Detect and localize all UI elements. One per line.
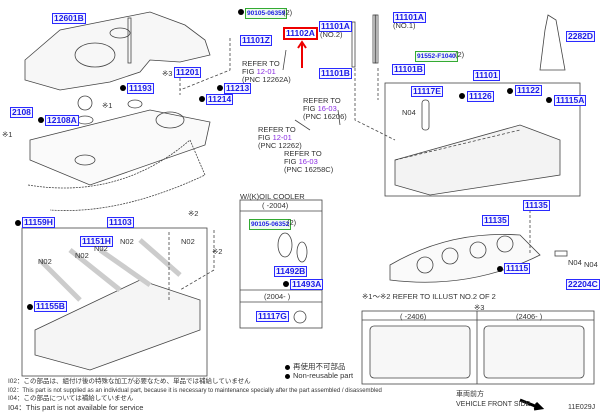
part-11101A-no1[interactable]: 11101A [393, 12, 426, 23]
legend-jp: 再使用不可部品 [293, 362, 346, 371]
n04-label: N04 [402, 108, 416, 117]
part-90105-06359[interactable]: 90105-06359 [245, 8, 288, 19]
non-reusable-dot [15, 220, 21, 226]
oil-cooler-title: W/(K)OIL COOLER [240, 192, 305, 201]
part-22204C[interactable]: 22204C [566, 279, 600, 290]
legend-dot [285, 374, 290, 379]
oil-cooler-range-1: ( -2004) [262, 201, 289, 210]
part-11117G[interactable]: 11117G [256, 311, 289, 322]
cover-range-1: ( -2406) [400, 312, 427, 321]
no2-label: (NO.2) [320, 30, 343, 39]
non-reusable-dot [217, 85, 223, 91]
legend-dot [285, 365, 290, 370]
n02-label: N02 [38, 257, 52, 266]
diagram-id: 11E029J [568, 404, 596, 411]
part-11492B[interactable]: 11492B [274, 266, 308, 277]
oil-cooler-range-2: (2004- ) [264, 292, 291, 301]
non-reusable-dot [238, 9, 244, 15]
n04-label: N04 [568, 258, 582, 267]
part-11101B[interactable]: 11101B [392, 64, 425, 75]
part-90105-06352[interactable]: 90105-06352 [249, 219, 292, 230]
part-11155B[interactable]: 11155B [34, 301, 67, 312]
gasket [27, 139, 206, 211]
part-11115A[interactable]: 11115A [554, 95, 587, 106]
valve-cover [29, 109, 211, 186]
part-11122[interactable]: 11122 [515, 85, 542, 96]
illust-note: ※1〜※2 REFER TO ILLUST NO.2 OF 2 [362, 292, 496, 301]
cylinder-head-box [384, 82, 581, 197]
n02-label: N02 [94, 244, 108, 253]
part-11493A[interactable]: 11493A [290, 279, 324, 290]
qty: (2) [287, 218, 297, 227]
n02-label: N02 [120, 237, 134, 246]
non-reusable-dot [507, 88, 513, 94]
non-reusable-dot [283, 281, 289, 287]
part-11214[interactable]: 11214 [206, 94, 234, 105]
part-11101Z[interactable]: 11101Z [240, 35, 272, 46]
front-side-en: VEHICLE FRONT SIDE [456, 401, 531, 408]
part-11213[interactable]: 11213 [224, 83, 252, 94]
part-2108[interactable]: 2108 [10, 107, 33, 118]
part-11151H[interactable]: 11151H [80, 236, 113, 247]
part-12601B[interactable]: 12601B [52, 13, 86, 24]
mark-1: ※1 [102, 101, 113, 110]
mark-3: ※3 [474, 303, 485, 312]
note-i04-en: I04：This part is not available for servi… [8, 403, 144, 412]
non-reusable-dot [459, 93, 465, 99]
mark-3: ※3 [162, 69, 173, 78]
non-reusable-dot [546, 97, 552, 103]
part-11103[interactable]: 11103 [107, 217, 134, 228]
part-11126[interactable]: 11126 [467, 91, 494, 102]
engine-cover [24, 11, 211, 91]
non-reusable-dot [497, 266, 503, 272]
part-11101B[interactable]: 11101B [319, 68, 352, 79]
note-i02-jp: I02：この部品は、組付け後の特殊な加工が必要なため、単品では補給していません [8, 378, 251, 385]
front-side-jp: 車両前方 [456, 391, 484, 398]
cover-range-2: (2406- ) [516, 312, 543, 321]
part-11193[interactable]: 11193 [127, 83, 154, 94]
non-reusable-dot [120, 85, 126, 91]
part-11101[interactable]: 11101 [473, 70, 500, 81]
note-i04-jp: I04：この部品については補給していません [8, 395, 134, 402]
part-91552-F1040[interactable]: 91552-F1040 [415, 51, 458, 62]
qty: (2) [283, 8, 293, 17]
part-12108A[interactable]: 12108A [45, 115, 79, 126]
part-11101A-no2[interactable]: 11101A [319, 21, 352, 32]
n02-label: N02 [181, 237, 195, 246]
part-11201[interactable]: 11201 [174, 67, 202, 78]
mark-2: ※2 [188, 209, 199, 218]
part-11102A[interactable]: 11102A [283, 27, 318, 40]
non-reusable-dot [38, 117, 44, 123]
note-i02-en: I02：This part is not supplied as an indi… [8, 388, 382, 394]
n02-label: N02 [75, 251, 89, 260]
highlight-arrow [297, 40, 307, 68]
mark-2: ※2 [212, 247, 223, 256]
part-11135[interactable]: 11135 [523, 200, 550, 211]
part-2282D[interactable]: 2282D [566, 31, 596, 42]
n04-label: N04 [584, 260, 598, 269]
part-11115[interactable]: 11115 [504, 263, 531, 274]
part-11135[interactable]: 11135 [482, 215, 509, 226]
no1-label: (NO.1) [393, 21, 416, 30]
non-reusable-dot [27, 304, 33, 310]
mark-1: ※1 [2, 130, 13, 139]
non-reusable-dot [199, 96, 205, 102]
part-11159H[interactable]: 11159H [22, 217, 55, 228]
qty: (2) [455, 50, 465, 59]
part-11117E[interactable]: 11117E [411, 86, 443, 97]
legend-en: Non-reusable part [293, 371, 354, 380]
